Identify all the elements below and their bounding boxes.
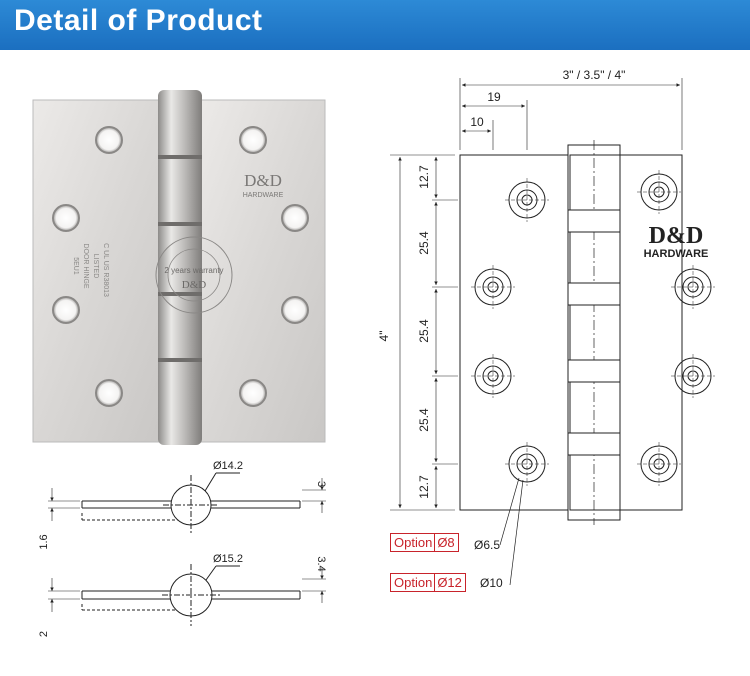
ul-stamp: C UL US R38013 LISTED DOOR HINGE 5EU1 xyxy=(72,243,109,297)
technical-drawing xyxy=(390,78,683,525)
hole-small-label: Ø6.5 xyxy=(474,538,500,552)
v-dim: 25.4 xyxy=(417,319,431,343)
option-box-1: Option Ø8 xyxy=(390,533,459,552)
side-view-1 xyxy=(48,472,326,535)
seal-warranty: 2 years warranty xyxy=(164,266,223,275)
v-dim: 25.4 xyxy=(417,408,431,432)
hole-large-label: Ø10 xyxy=(480,576,503,590)
knuckle-joint xyxy=(158,292,202,296)
page-title: Detail of Product xyxy=(14,4,263,37)
side2-top-dim: 3.4 xyxy=(315,556,327,571)
width-dimension: 3" / 3.5" / 4" xyxy=(563,68,626,82)
photo-holes xyxy=(52,126,309,407)
dim-19: 19 xyxy=(487,90,501,104)
stamp-line: 5EU1 xyxy=(72,257,79,275)
drawing-holes xyxy=(471,170,715,586)
side1-diameter: Ø14.2 xyxy=(213,460,243,472)
side-view-2 xyxy=(48,564,326,626)
option-label: Option xyxy=(394,535,433,550)
stamp-line: LISTED xyxy=(92,254,99,279)
option-value: Ø8 xyxy=(437,535,455,550)
hinge-knuckle xyxy=(158,90,202,445)
knuckle-joint xyxy=(158,222,202,226)
warranty-seal: 2 years warranty D&D xyxy=(155,236,233,314)
option-label: Option xyxy=(394,575,433,590)
knuckle-joint xyxy=(158,155,202,159)
option-box-2: Option Ø12 xyxy=(390,573,466,592)
dim-10: 10 xyxy=(470,115,484,129)
option-value: Ø12 xyxy=(437,575,462,590)
v-dim: 25.4 xyxy=(417,231,431,255)
drawing-logo: D&D xyxy=(649,223,704,249)
drawing-logo-sub: HARDWARE xyxy=(644,248,709,260)
side1-top-dim: 3 xyxy=(315,481,327,487)
v-dim: 12.7 xyxy=(417,165,431,189)
stamp-line: C UL US R38013 xyxy=(102,243,109,297)
side1-left-dim: 1.6 xyxy=(38,534,50,549)
hinge-photo: D&D HARDWARE C UL US R38013 LISTED DOOR … xyxy=(32,90,326,445)
photo-logo-sub: HARDWARE xyxy=(243,192,284,199)
side2-diameter: Ø15.2 xyxy=(213,553,243,565)
side2-left-dim: 2 xyxy=(38,631,50,637)
knuckle-joint xyxy=(158,358,202,362)
seal-center: D&D xyxy=(182,279,207,291)
header-banner: Detail of Product xyxy=(0,0,750,50)
photo-logo: D&D xyxy=(244,171,282,190)
height-dimension: 4" xyxy=(377,331,391,342)
stamp-line: DOOR HINGE xyxy=(82,243,89,288)
v-dim: 12.7 xyxy=(417,475,431,499)
